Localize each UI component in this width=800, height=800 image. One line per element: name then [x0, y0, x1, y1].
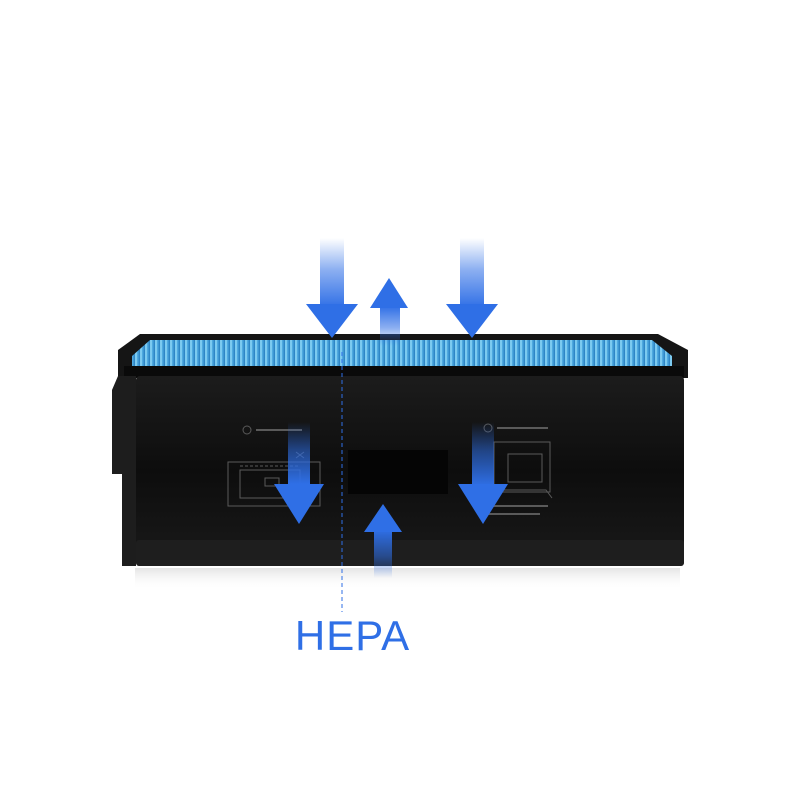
arrow-down-icon — [446, 238, 498, 338]
pull-tab — [348, 450, 448, 494]
arrow-down-icon — [458, 422, 508, 524]
filter-lip — [124, 366, 684, 378]
filter-bottom-edge — [136, 540, 684, 566]
hepa-label: HEPA — [294, 612, 411, 659]
arrow-down-icon — [306, 238, 358, 338]
arrow-down-icon — [274, 422, 324, 524]
arrow-up-icon — [364, 504, 402, 578]
floor-reflection — [135, 568, 680, 590]
arrow-up-icon — [370, 278, 408, 346]
right-instruction-graphic — [483, 423, 553, 515]
filter-left-side — [112, 376, 136, 566]
filter-media — [132, 340, 672, 368]
